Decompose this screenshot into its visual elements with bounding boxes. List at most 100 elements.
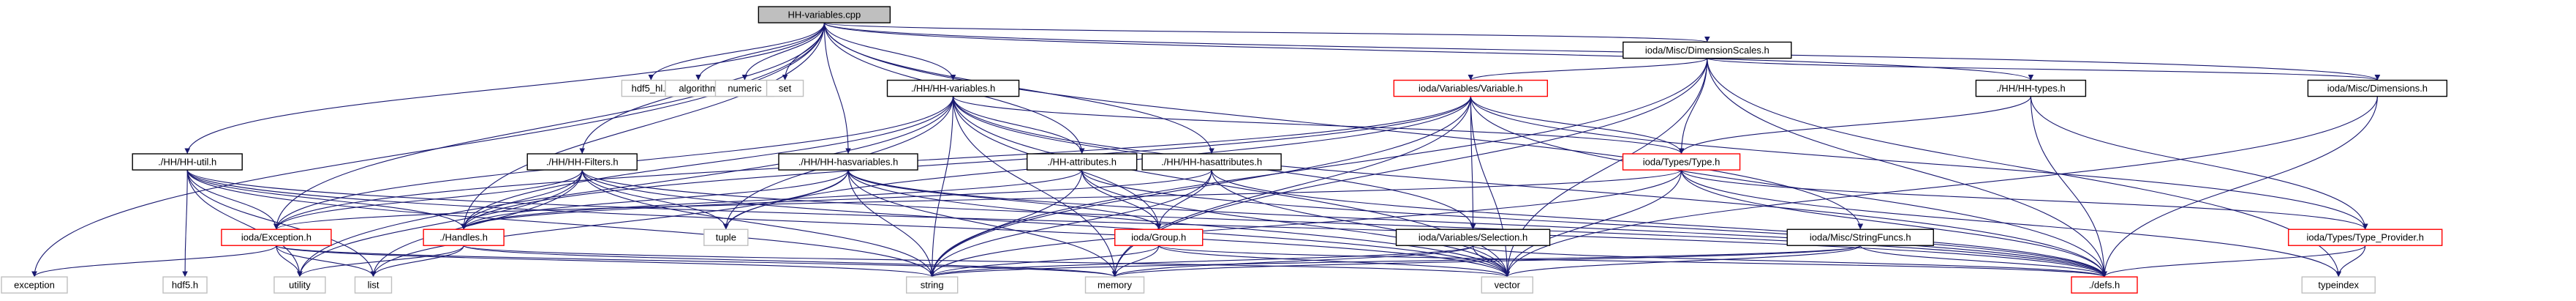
node-label-ioda_exception: ioda/Exception.h bbox=[241, 232, 311, 243]
edge-ioda_group-to-vector bbox=[1158, 245, 1510, 278]
node-hh_variables[interactable]: ./HH/HH-variables.h bbox=[886, 79, 1020, 97]
edge-ioda_group-to-defs bbox=[1158, 245, 2107, 278]
node-label-hh_hasvariables: ./HH/HH-hasvariables.h bbox=[798, 156, 899, 167]
node-box-exception bbox=[1, 276, 68, 294]
edge-dimension_scales-to-string bbox=[929, 58, 1708, 278]
node-types_provider[interactable]: ioda/Types/Type_Provider.h bbox=[2288, 228, 2443, 246]
node-misc_dimensions[interactable]: ioda/Misc/Dimensions.h bbox=[2307, 79, 2448, 97]
node-box-hh_hasattributes bbox=[1141, 153, 1282, 171]
node-label-hdf5_hl: hdf5_hl.h bbox=[632, 83, 671, 94]
node-hh_filters[interactable]: ./HH/HH-Filters.h bbox=[526, 153, 638, 171]
node-numeric: numeric bbox=[714, 79, 775, 97]
node-defs[interactable]: ./defs.h bbox=[2071, 276, 2138, 294]
node-box-vector bbox=[1481, 276, 1533, 294]
node-label-dimension_scales: ioda/Misc/DimensionScales.h bbox=[1645, 45, 1769, 56]
node-typeindex: typeindex bbox=[2301, 276, 2376, 294]
node-label-algorithm: algorithm bbox=[679, 83, 717, 94]
edge-hh_util-to-ioda_exception bbox=[186, 170, 279, 230]
edge-hh_util-to-utility bbox=[186, 170, 303, 278]
node-ioda_group[interactable]: ioda/Group.h bbox=[1114, 228, 1204, 246]
node-label-string_funcs: ioda/Misc/StringFuncs.h bbox=[1810, 232, 1911, 243]
node-utility: utility bbox=[273, 276, 326, 294]
node-label-utility: utility bbox=[289, 280, 311, 291]
node-hh_types[interactable]: ./HH/HH-types.h bbox=[1975, 79, 2087, 97]
node-label-hh_types: ./HH/HH-types.h bbox=[1996, 83, 2066, 94]
edge-hh_util-to-handles bbox=[186, 169, 467, 230]
edge-hh_util-to-hdf5 bbox=[182, 170, 188, 278]
node-box-hh_hasvariables bbox=[778, 153, 918, 171]
node-hh_hasattributes[interactable]: ./HH/HH-hasattributes.h bbox=[1141, 153, 1282, 171]
node-label-typeindex: typeindex bbox=[2318, 280, 2359, 291]
edge-variables_selection-to-defs bbox=[1472, 245, 2107, 278]
edge-handles-to-list bbox=[370, 245, 464, 278]
node-hh_util[interactable]: ./HH/HH-util.h bbox=[132, 153, 243, 171]
edge-root-to-handles bbox=[461, 23, 825, 230]
node-label-variables_selection: ioda/Variables/Selection.h bbox=[1419, 232, 1527, 243]
edge-types_type-to-string bbox=[929, 170, 1682, 278]
edge-hh_hasattributes-to-ioda_group bbox=[1155, 170, 1212, 230]
edge-hh_filters-to-vector bbox=[581, 170, 1510, 278]
edge-types_provider-to-typeindex bbox=[2335, 245, 2366, 278]
edge-ioda_exception-to-exception bbox=[31, 245, 277, 278]
node-box-string_funcs bbox=[1786, 228, 1934, 246]
node-types_type[interactable]: ioda/Types/Type.h bbox=[1622, 153, 1741, 171]
edge-types_type-to-ioda_exception bbox=[273, 169, 1682, 230]
node-hh_attributes[interactable]: ./HH-attributes.h bbox=[1026, 153, 1138, 171]
edge-variables_variable-to-string bbox=[929, 96, 1471, 278]
edge-hh_hasattributes-to-defs bbox=[1211, 170, 2107, 278]
node-box-hh_util bbox=[132, 153, 243, 171]
node-set: set bbox=[766, 79, 804, 97]
node-label-types_provider: ioda/Types/Type_Provider.h bbox=[2307, 232, 2424, 243]
edge-root-to-exception bbox=[31, 23, 825, 278]
node-label-variables_variable: ioda/Variables/Variable.h bbox=[1419, 83, 1523, 94]
node-handles[interactable]: ./Handles.h bbox=[423, 228, 505, 246]
edge-hh_variables-to-hh_attributes bbox=[952, 96, 1085, 155]
node-label-set: set bbox=[779, 83, 792, 94]
node-variables_variable[interactable]: ioda/Variables/Variable.h bbox=[1393, 79, 1549, 97]
node-box-misc_dimensions bbox=[2307, 79, 2448, 97]
edge-hh_variables-to-string bbox=[929, 96, 954, 278]
edge-handles-to-memory bbox=[463, 245, 1118, 278]
node-hh_hasvariables[interactable]: ./HH/HH-hasvariables.h bbox=[778, 153, 918, 171]
edge-misc_dimensions-to-defs bbox=[2101, 96, 2378, 278]
node-box-hh_filters bbox=[526, 153, 638, 171]
node-label-hh_filters: ./HH/HH-Filters.h bbox=[546, 156, 619, 167]
edge-types_provider-to-defs bbox=[2101, 245, 2366, 278]
edge-variables_variable-to-types_type bbox=[1470, 96, 1685, 155]
edge-root-to-set bbox=[782, 23, 825, 81]
edge-root-to-numeric bbox=[741, 23, 825, 81]
node-box-hh_attributes bbox=[1026, 153, 1138, 171]
node-label-hdf5: hdf5.h bbox=[172, 280, 198, 291]
node-ioda_exception[interactable]: ioda/Exception.h bbox=[221, 228, 332, 246]
edge-hh_hasvariables-to-memory bbox=[847, 170, 1118, 278]
edge-hh_util-to-defs bbox=[186, 169, 2107, 278]
edge-hh_hasvariables-to-ioda_group bbox=[847, 169, 1162, 230]
node-dimension_scales[interactable]: ioda/Misc/DimensionScales.h bbox=[1623, 41, 1792, 59]
node-label-tuple: tuple bbox=[716, 232, 736, 243]
edge-hh_types-to-types_type bbox=[1678, 96, 2031, 155]
node-box-handles bbox=[423, 228, 505, 246]
edge-variables_variable-to-variables_selection bbox=[1470, 96, 1476, 230]
edge-string_funcs-to-defs bbox=[1859, 245, 2107, 278]
edge-ioda_group-to-string bbox=[929, 245, 1160, 278]
edge-hh_util-to-string bbox=[186, 170, 935, 278]
edge-hh_hasvariables-to-defs bbox=[847, 169, 2107, 278]
node-box-types_provider bbox=[2288, 228, 2443, 246]
edge-variables_variable-to-defs bbox=[1470, 96, 2107, 278]
node-box-typeindex bbox=[2301, 276, 2376, 294]
edge-hh_types-to-defs bbox=[2030, 96, 2107, 278]
edge-hh_filters-to-handles bbox=[461, 170, 583, 230]
edge-hh_variables-to-vector bbox=[952, 96, 1511, 278]
node-string_funcs[interactable]: ioda/Misc/StringFuncs.h bbox=[1786, 228, 1934, 246]
node-variables_selection[interactable]: ioda/Variables/Selection.h bbox=[1395, 228, 1551, 246]
edge-variables_selection-to-memory bbox=[1111, 245, 1474, 278]
node-label-vector: vector bbox=[1495, 280, 1521, 291]
edge-root-to-hh_variables bbox=[823, 23, 956, 81]
edge-root-to-dimension_scales bbox=[823, 22, 1710, 43]
edge-hh_hasattributes-to-handles bbox=[461, 169, 1212, 230]
edge-types_type-to-vector bbox=[1504, 170, 1682, 278]
edge-hh_hasvariables-to-string bbox=[847, 170, 935, 278]
node-root: HH-variables.cpp bbox=[758, 6, 891, 23]
edge-hh_attributes-to-string bbox=[929, 170, 1083, 278]
